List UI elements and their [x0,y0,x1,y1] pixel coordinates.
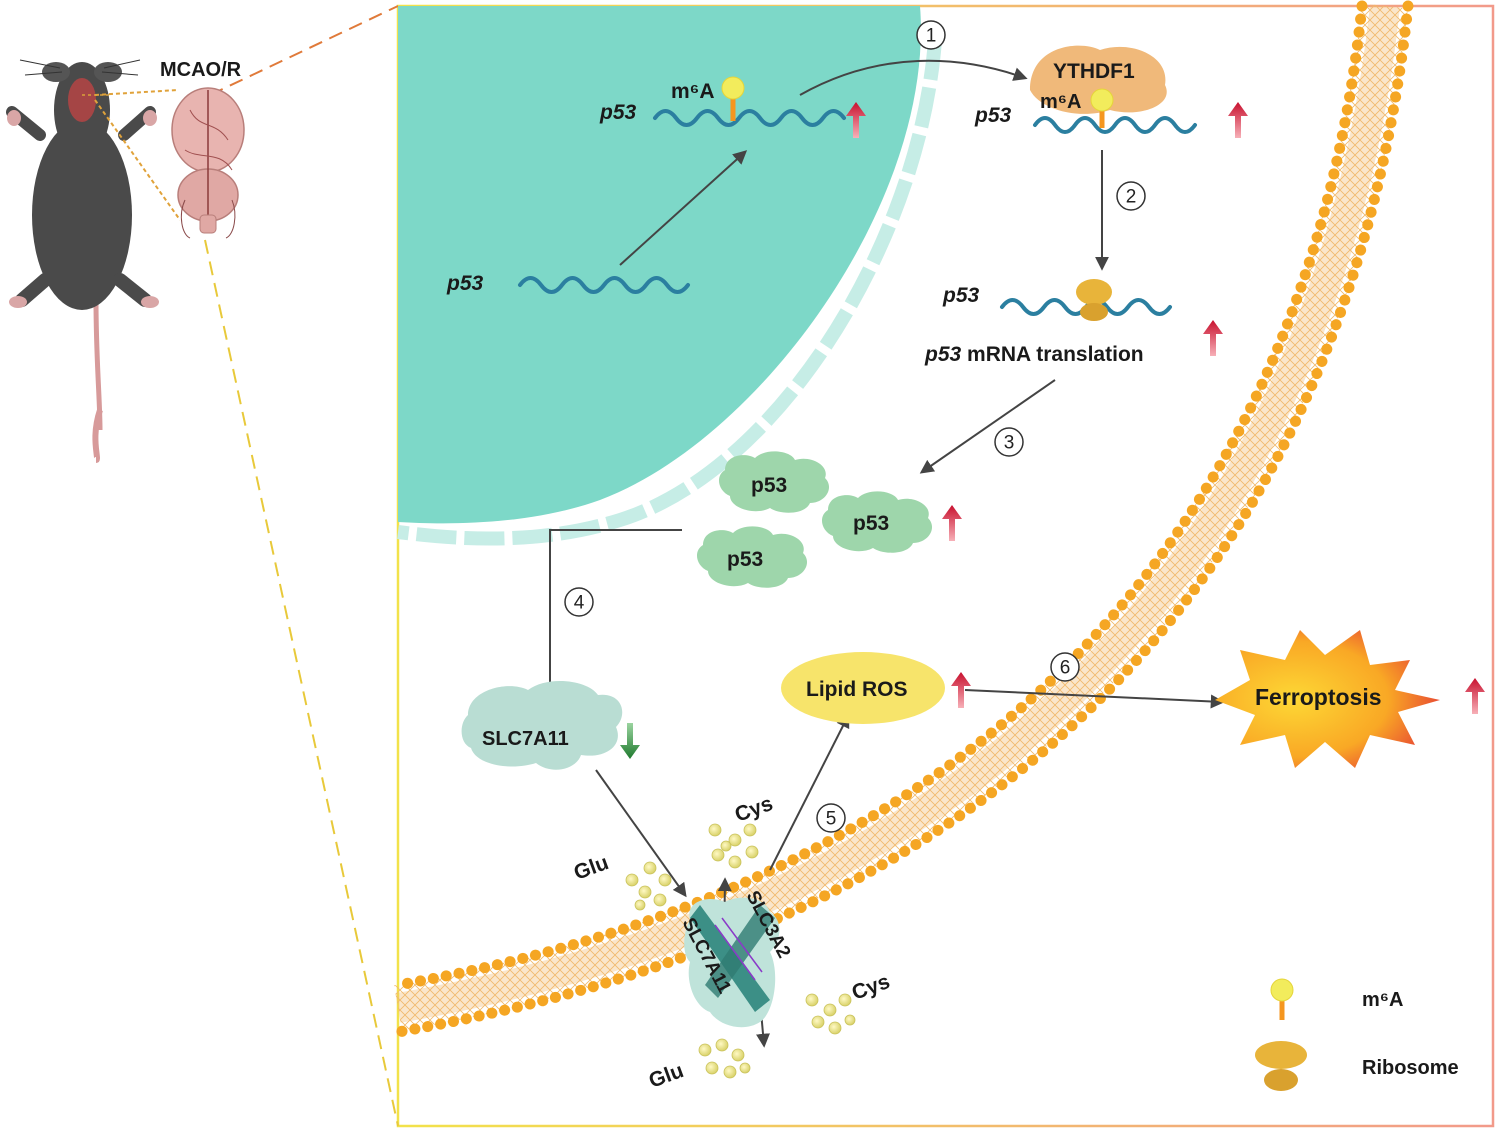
p53-protein-cluster [696,451,933,588]
p53-gene-label-ribosome: p53 [942,284,980,307]
m6a-mark [721,76,745,121]
slc7a11-protein [461,680,623,770]
legend: m⁶A Ribosome [1255,978,1459,1091]
step-5: 5 [816,803,846,833]
legend-ribosome-icon [1255,1041,1307,1091]
lipid-ros-bubble [781,652,945,724]
step-1: 1 [916,20,946,50]
glu-particles-outside [625,861,672,911]
slc7a11-slc3a2-transporter [684,897,780,1028]
step-2: 2 [1116,181,1146,211]
step-markers: 1 2 3 4 5 6 [564,20,1146,833]
amino-acid-particles [625,823,856,1079]
m6a-label-bound: m⁶A [1040,91,1081,113]
ribosome [1076,279,1112,321]
up-arrow-icon [846,102,866,138]
ferroptosis-label: Ferroptosis [1255,684,1382,710]
up-arrow-icon [1228,102,1248,138]
p53-protein-b [821,491,933,553]
legend-m6a-icon [1270,978,1294,1020]
m6a-mark-bound [1090,88,1114,128]
zoom-frame [204,4,1495,1128]
step-4: 4 [564,587,594,617]
p53-gene-label-nucleus: p53 [446,272,484,295]
svg-text:6: 6 [1060,658,1071,679]
svg-text:4: 4 [574,593,585,614]
step-3: 3 [994,427,1024,457]
glu-particles-inside [698,1038,751,1079]
cell-membrane [392,0,1414,1038]
legend-ribosome-label: Ribosome [1362,1057,1459,1079]
process-arrows [533,59,1225,1048]
p53-mrna-bound [1033,116,1197,134]
m6a-label: m⁶A [671,80,715,103]
svg-text:1: 1 [926,26,937,47]
p53-protein-c [696,526,808,588]
brain-illustration [94,87,245,239]
legend-m6a-label: m⁶A [1362,989,1403,1011]
ythdf1-label: YTHDF1 [1053,60,1135,83]
cys-particles-outside [805,993,856,1035]
cys-label-inside: Cys [732,792,776,827]
model-label: MCAO/R [160,59,242,81]
p53-mrna-nucleus [518,276,690,294]
svg-text:5: 5 [826,809,837,830]
cys-label-outside: Cys [849,970,893,1005]
svg-text:3: 3 [1004,433,1015,454]
p53-gene-label-methylated: p53 [599,101,637,124]
up-arrow-icon [1465,678,1485,714]
step-6: 6 [1050,652,1080,682]
nucleus [397,6,942,546]
ythdf1-protein [1030,45,1167,114]
svg-text:2: 2 [1126,187,1137,208]
translation-label: p53 mRNA translation [924,343,1144,366]
down-arrow-icon [620,723,640,759]
up-arrow-icon [1203,320,1223,356]
p53-protein-label-b: p53 [853,512,889,535]
p53-gene-label-bound: p53 [974,104,1012,127]
p53-protein-label-c: p53 [727,548,763,571]
up-arrow-icon [951,672,971,708]
p53-mrna-methylated [653,109,846,127]
up-arrow-icon [942,505,962,541]
ferroptosis-burst-icon [1215,630,1440,768]
lipid-ros-label: Lipid ROS [806,678,908,701]
p53-protein-a [718,451,830,513]
glu-label-outside: Glu [571,851,612,885]
p53-protein-label-a: p53 [751,474,787,497]
slc7a11-label: SLC7A11 [482,728,569,750]
cys-particles-inside [708,823,759,869]
glu-label-inside: Glu [646,1059,687,1093]
mouse-illustration [6,59,159,463]
up-arrow-icons [846,102,1485,714]
